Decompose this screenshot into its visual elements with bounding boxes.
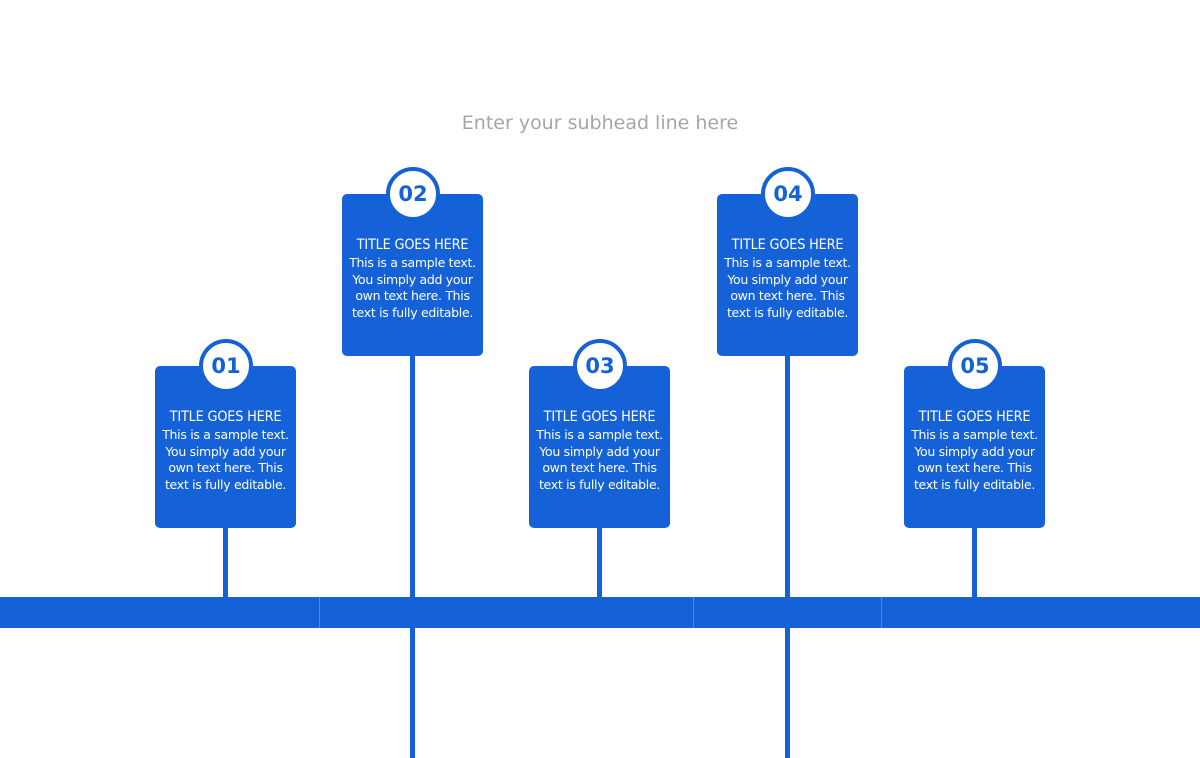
milestone-card: TITLE GOES HERE This is a sample text. Y… xyxy=(717,194,858,356)
milestone-number-badge: 03 xyxy=(573,339,627,393)
baseline-seam xyxy=(693,597,694,628)
milestone-card: TITLE GOES HERE This is a sample text. Y… xyxy=(529,366,670,528)
timeline-baseline xyxy=(0,597,1200,628)
milestone-title: TITLE GOES HERE xyxy=(543,409,656,425)
baseline-seam xyxy=(881,597,882,628)
milestone-title: TITLE GOES HERE xyxy=(731,237,844,253)
milestone-stem xyxy=(785,354,790,758)
milestone-card: TITLE GOES HERE This is a sample text. Y… xyxy=(342,194,483,356)
milestone-body: This is a sample text. You simply add yo… xyxy=(911,427,1038,492)
milestone-body: This is a sample text. You simply add yo… xyxy=(162,427,289,492)
milestone-number-badge: 01 xyxy=(199,339,253,393)
milestone-number-badge: 04 xyxy=(761,167,815,221)
milestone-card: TITLE GOES HERE This is a sample text. Y… xyxy=(155,366,296,528)
milestone-title: TITLE GOES HERE xyxy=(918,409,1031,425)
milestone-stem xyxy=(410,354,415,758)
milestone-stem xyxy=(597,526,602,598)
milestone-stem xyxy=(223,526,228,598)
milestone-number-badge: 02 xyxy=(386,167,440,221)
milestone-body: This is a sample text. You simply add yo… xyxy=(724,255,851,320)
milestone-stem xyxy=(972,526,977,598)
milestone-title: TITLE GOES HERE xyxy=(356,237,469,253)
milestone-body: This is a sample text. You simply add yo… xyxy=(536,427,663,492)
milestone-title: TITLE GOES HERE xyxy=(169,409,282,425)
baseline-seam xyxy=(319,597,320,628)
subhead: Enter your subhead line here xyxy=(461,112,739,134)
milestone-body: This is a sample text. You simply add yo… xyxy=(349,255,476,320)
milestone-card: TITLE GOES HERE This is a sample text. Y… xyxy=(904,366,1045,528)
milestone-number-badge: 05 xyxy=(948,339,1002,393)
